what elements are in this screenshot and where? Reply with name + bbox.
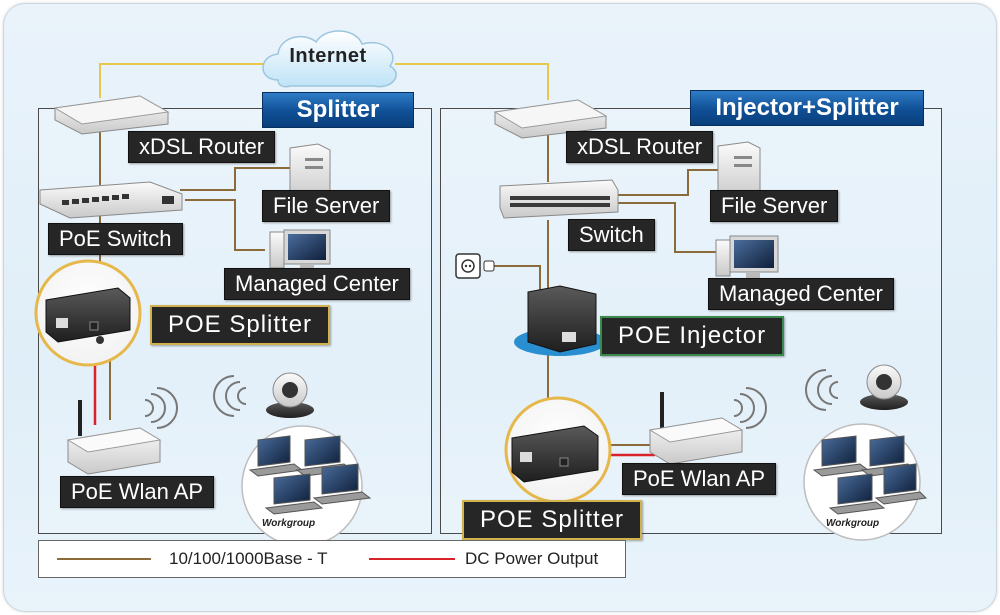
internet-link-lines [99,63,549,100]
right-switch [499,179,619,219]
right-poe-splitter-label: POE Splitter [462,500,643,540]
left-poe-splitter-label: POE Splitter [150,305,331,345]
right-managed-center-pc [715,235,779,278]
poe-injector-device [514,285,606,356]
ethernet-lines [99,130,720,446]
left-xdsl-router [53,95,170,135]
left-managed-center-pc [269,229,331,270]
left-file-server-label: File Server [262,190,391,222]
internet-cloud-label: Internet [289,45,367,67]
right-workgroup-laptops [803,423,928,541]
right-workgroup-label: Workgroup [826,518,880,529]
right-switch-label: Switch [568,219,655,251]
power-legend-label: DC Power Output [465,549,599,568]
poe-injector-label: POE Injector [600,316,785,356]
injector-splitter-title: Injector+Splitter [690,90,924,126]
right-wlan-ap-device [648,392,744,465]
right-ip-camera [860,364,908,410]
right-wlan-ap-label: PoE Wlan AP [622,463,777,495]
power-outlet-icon [455,253,495,279]
left-workgroup-laptops [241,425,372,547]
left-workgroup-label: Workgroup [262,518,316,529]
left-poe-switch [39,181,183,219]
left-poe-splitter-device [34,259,142,367]
left-ip-camera [266,372,314,418]
power-lines [93,355,655,457]
poe-switch-label: PoE Switch [48,223,183,255]
internet-cloud [262,30,397,88]
left-router-label: xDSL Router [128,131,276,163]
legend: 10/100/1000Base - T DC Power Output [38,540,626,578]
right-managed-center-label: Managed Center [708,278,894,310]
left-wlan-ap-label: PoE Wlan AP [60,476,215,508]
right-file-server-label: File Server [710,190,839,222]
right-poe-splitter-device [504,396,612,504]
left-wlan-ap-device [66,400,162,475]
legend-swatches [57,558,455,560]
right-xdsl-router [493,99,608,139]
ethernet-legend-label: 10/100/1000Base - T [169,549,328,568]
wifi-waves-icon [144,369,839,429]
right-router-label: xDSL Router [566,131,714,163]
left-managed-center-label: Managed Center [224,268,410,300]
splitter-title: Splitter [262,92,414,128]
